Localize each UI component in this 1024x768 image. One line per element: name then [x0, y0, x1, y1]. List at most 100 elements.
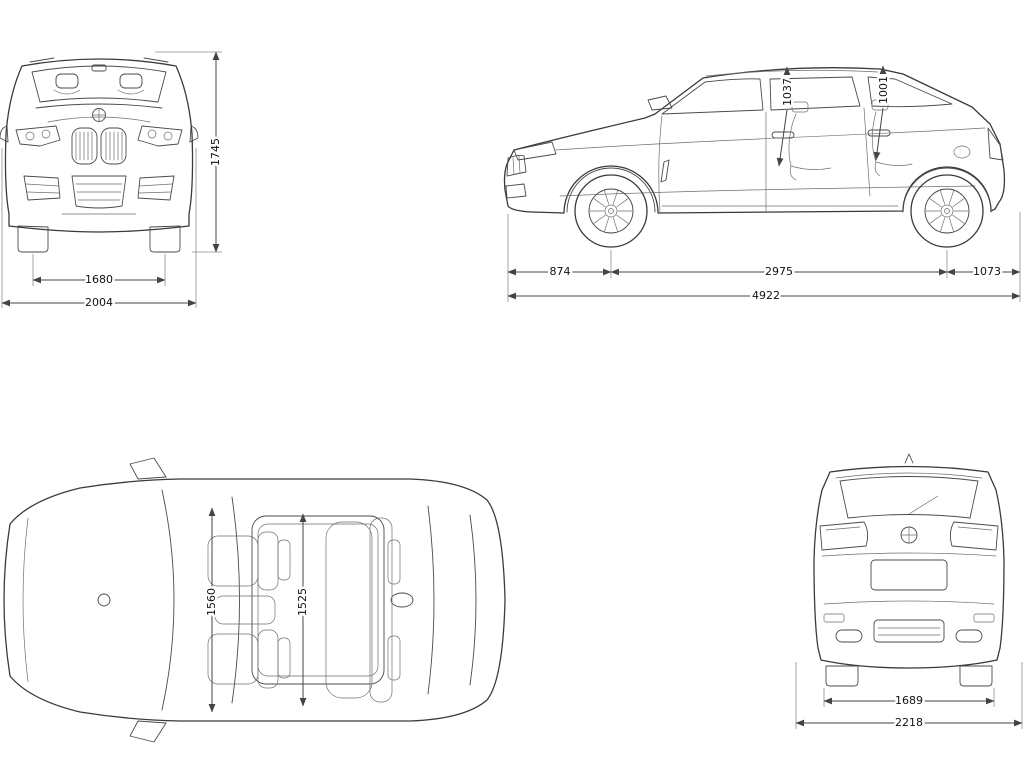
rear-bumper-top-line — [823, 600, 995, 605]
rear-right-wheel — [959, 665, 993, 687]
top-hood-contour — [22, 517, 29, 683]
side-fuel-door — [953, 145, 971, 159]
top-sunroof-outer — [251, 515, 385, 685]
top-hood-roundel — [97, 593, 111, 607]
side-front-hub — [604, 204, 618, 218]
rear-right-taillight-inner — [957, 526, 993, 531]
front-width-ext-lines — [1, 148, 197, 308]
side-lower-intake — [505, 183, 527, 199]
front-right-headlight-ring-2 — [147, 129, 157, 139]
rear-right-reflector — [973, 613, 995, 623]
top-front-seat2-backrest — [257, 629, 279, 689]
rear-headroom-leader-down — [873, 107, 884, 161]
side-rear-tire — [910, 174, 984, 248]
rear-body-outline — [813, 465, 1005, 669]
side-roofline-inner — [705, 69, 879, 77]
side-rear-seat — [871, 111, 913, 177]
rear-width-ext-lines — [795, 662, 1023, 729]
front-left-headlight — [15, 125, 61, 147]
side-rear-window — [867, 76, 953, 108]
dim-label-overall-width: 2004 — [85, 296, 113, 309]
front-left-headlight-ring-2 — [41, 129, 51, 139]
front-left-mirror — [0, 125, 9, 143]
side-door-rear-edge — [863, 107, 871, 197]
dim-label-rear-track: 1689 — [895, 694, 923, 707]
side-rear-hub — [940, 204, 954, 218]
rear-wiper — [908, 495, 939, 515]
top-windshield-front-edge — [161, 489, 175, 711]
rear-view: 1689 2218 — [795, 453, 1023, 732]
dim-label-rear-headroom: 1001 — [877, 76, 890, 104]
rear-shark-fin — [904, 453, 914, 464]
dim-label-rear-overall-width: 2218 — [895, 716, 923, 729]
top-view: 1560 1525 — [3, 457, 506, 743]
front-left-intake-slats — [25, 183, 60, 194]
front-left-headlight-ring-1 — [25, 131, 35, 141]
rear-tailgate-crease — [821, 552, 997, 557]
dim-label-rear-interior-width: 1525 — [296, 588, 309, 616]
side-headlight — [513, 141, 557, 161]
rear-license-plate-recess — [870, 559, 948, 591]
side-rear-hub-cap — [944, 208, 950, 214]
side-ext-lines — [507, 212, 1021, 302]
top-front-seat1-backrest — [257, 531, 279, 591]
side-front-tire — [574, 174, 648, 248]
dim-label-wheelbase: 2975 — [765, 265, 793, 278]
side-mid-window — [769, 76, 861, 111]
top-center-console — [214, 595, 276, 625]
top-body-outline — [3, 478, 506, 722]
front-center-intake — [71, 175, 127, 209]
top-front-seat2-cushion — [207, 633, 259, 685]
front-right-intake-slats — [138, 183, 173, 194]
side-front-rim — [588, 188, 634, 234]
front-headroom-leader-down — [776, 109, 788, 167]
front-seatback-lines — [53, 89, 145, 95]
top-shark-fin-antenna — [390, 592, 414, 608]
side-kidney-grille — [506, 154, 527, 177]
rear-diffuser — [873, 619, 945, 643]
front-left-intake — [23, 175, 61, 201]
side-rear-rim — [924, 188, 970, 234]
front-interior-mirror — [91, 64, 107, 72]
side-mirror — [647, 95, 673, 111]
top-rear-headrest1 — [387, 539, 401, 585]
front-right-headrest — [119, 73, 143, 89]
top-rear-bench-backrest — [369, 517, 393, 703]
front-left-wheel — [17, 225, 49, 253]
rear-left-reflector — [823, 613, 845, 623]
side-body-outline — [503, 67, 1006, 214]
rear-right-taillight — [949, 521, 999, 551]
side-front-hub-cap — [608, 208, 614, 214]
front-center-intake-slats — [75, 183, 123, 201]
side-rear-spokes — [925, 190, 969, 232]
top-rear-window-front-edge — [427, 505, 435, 695]
front-right-headlight-ring-1 — [163, 131, 173, 141]
top-front-seat1-cushion — [207, 535, 259, 587]
dim-label-overall-height: 1745 — [209, 138, 222, 166]
rear-left-exhaust — [835, 629, 863, 643]
top-rear-bench-cushion — [325, 521, 373, 699]
front-cowl-line — [35, 103, 163, 109]
front-windshield — [31, 65, 167, 103]
top-sunroof-inner — [257, 523, 379, 677]
rear-left-wheel — [825, 665, 859, 687]
dim-label-rear-overhang: 1073 — [973, 265, 1001, 278]
rear-diffuser-slats — [877, 627, 941, 636]
side-character-line-upper — [555, 127, 986, 151]
top-front-seat1-headrest — [277, 539, 291, 581]
rear-spoiler-edge — [835, 472, 983, 479]
front-left-headrest — [55, 73, 79, 89]
dim-label-track-width: 1680 — [85, 273, 113, 286]
top-right-mirror — [129, 720, 167, 743]
side-front-arch — [566, 167, 656, 213]
side-front-spokes — [589, 190, 633, 232]
front-right-intake — [137, 175, 175, 201]
top-windshield-rear-edge — [231, 496, 240, 704]
front-body-outline — [4, 58, 194, 233]
rear-left-taillight — [819, 521, 869, 551]
side-fender-gill — [660, 159, 670, 183]
side-front-seat-headrest — [791, 101, 809, 113]
side-view: 1037 1001 874 2975 1073 4922 — [503, 65, 1021, 305]
rear-left-taillight-inner — [825, 526, 861, 531]
